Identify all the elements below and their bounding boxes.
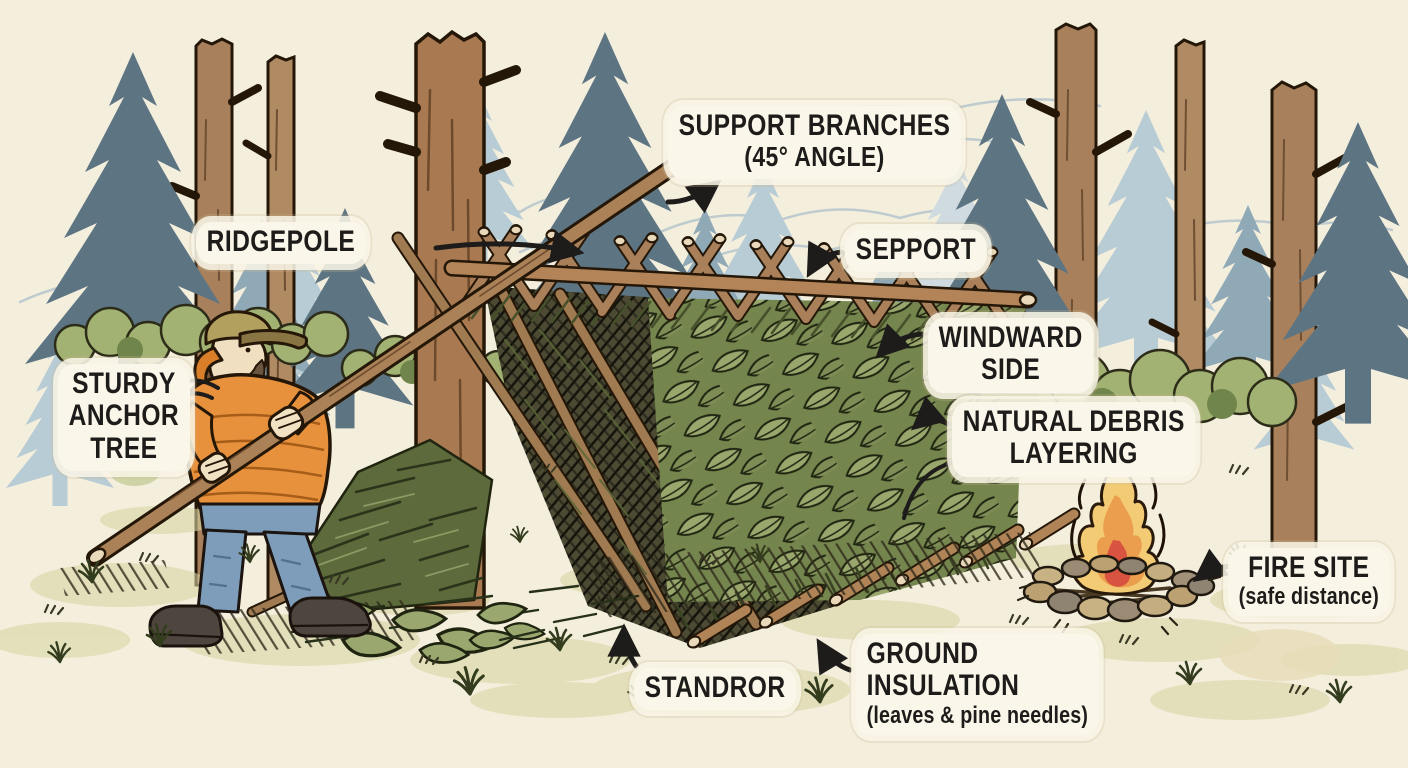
label-standror: STANDROR (634, 668, 797, 711)
label-line: RIDGEPOLE (206, 225, 356, 258)
arrow-support-branches (665, 180, 722, 214)
label-support-branches: SUPPORT BRANCHES (45° ANGLE) (668, 106, 962, 179)
arrow-sepport (806, 240, 845, 278)
label-sturdy-anchor-tree: STURDY ANCHOR TREE (58, 364, 190, 472)
label-line: TREE (90, 431, 158, 465)
person-builder (148, 310, 372, 648)
label-line: NATURAL DEBRIS (962, 405, 1185, 438)
campfire (1016, 432, 1222, 636)
arrow-windward-side (875, 323, 925, 359)
label-line: SIDE (981, 353, 1041, 387)
label-line: SEPPORT (855, 233, 977, 266)
jeans-left-leg (196, 528, 248, 614)
label-ground-insulation: GROUND INSULATION (leaves & pine needles… (856, 634, 1099, 735)
paper-stain (1220, 629, 1340, 681)
label-line: LAYERING (1009, 437, 1138, 471)
hands-gripping-pole (197, 405, 305, 484)
label-line: INSULATION (866, 669, 1020, 703)
label-line: SUPPORT BRANCHES (678, 109, 951, 142)
label-line: (safe distance) (1238, 583, 1379, 611)
label-fire-site: FIRE SITE (safe distance) (1228, 548, 1390, 617)
ridge-bar (443, 259, 1038, 309)
boot-right (288, 596, 372, 638)
label-sepport: SEPPORT (845, 230, 987, 273)
label-natural-debris-layering: NATURAL DEBRIS LAYERING (952, 402, 1196, 477)
arrow-natural-debris (910, 395, 951, 431)
label-line: STURDY (72, 367, 176, 400)
label-windward-side: WINDWARD SIDE (928, 318, 1094, 393)
label-line: (leaves & pine needles) (866, 701, 1089, 729)
jeans-hip (198, 502, 322, 536)
label-ridgepole: RIDGEPOLE (196, 222, 366, 265)
carried-ridgepole (86, 143, 704, 567)
label-line: GROUND (866, 637, 979, 670)
cap-brim (238, 329, 308, 350)
label-line: ANCHOR (68, 399, 180, 433)
annotation-arrows (164, 180, 1239, 676)
label-line: STANDROR (644, 671, 786, 704)
label-line: WINDWARD (938, 321, 1083, 354)
label-line: (45° ANGLE) (744, 141, 885, 173)
label-line: FIRE SITE (1248, 551, 1370, 584)
arrow-ground-insulation (816, 638, 853, 676)
eye (245, 347, 251, 353)
arrow-standror (607, 623, 641, 669)
leader-natural-debris (902, 460, 958, 520)
arrow-ridgepole (433, 230, 585, 264)
